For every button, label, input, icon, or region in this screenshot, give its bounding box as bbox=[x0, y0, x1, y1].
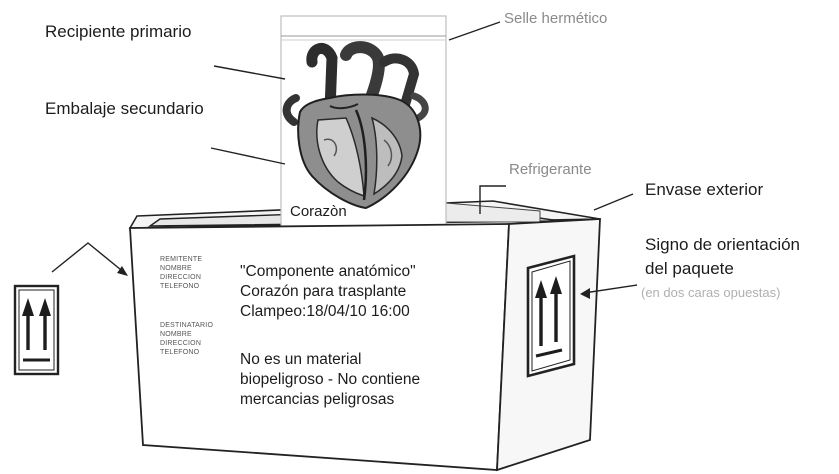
package-label-top: "Componente anatómico" Corazón para tras… bbox=[240, 262, 416, 322]
label-outer-packaging: Envase exterior bbox=[645, 180, 764, 199]
recipient-line: TELEFONO bbox=[160, 349, 200, 356]
label-orientation-line2: del paquete bbox=[645, 259, 734, 278]
leader-seal bbox=[448, 21, 501, 41]
leader-primary bbox=[213, 65, 286, 80]
sender-line: REMITENTE bbox=[160, 256, 203, 263]
label-hermetic-seal: Selle hermético bbox=[504, 10, 608, 27]
package-label-bottom: No es un material biopeligroso - No cont… bbox=[240, 350, 420, 410]
leader-orientation-arrowhead bbox=[580, 288, 590, 299]
leader-orientation bbox=[583, 284, 638, 294]
sender-line: NOMBRE bbox=[160, 265, 192, 272]
package-label-line: Corazón para trasplante bbox=[240, 283, 407, 300]
label-secondary-packaging: Embalaje secundario bbox=[45, 99, 204, 118]
package-label-line: No es un material bbox=[240, 351, 362, 368]
label-orientation-note: (en dos caras opuestas) bbox=[641, 285, 781, 300]
heart-caption: Corazòn bbox=[290, 203, 347, 220]
recipient-line: NOMBRE bbox=[160, 331, 192, 338]
leader-refrigerant bbox=[479, 185, 506, 214]
orientation-arrows-icon bbox=[13, 284, 60, 376]
package-label-line: "Componente anatómico" bbox=[240, 263, 416, 280]
sender-block: REMITENTE NOMBRE DIRECCION TELEFONO bbox=[160, 255, 202, 291]
orientation-arrows-icon bbox=[526, 254, 576, 378]
package-label-line: mercancias peligrosas bbox=[240, 391, 395, 408]
leader-secondary bbox=[210, 147, 286, 165]
recipient-line: DESTINATARIO bbox=[160, 322, 214, 329]
leader-outer bbox=[593, 193, 634, 211]
label-primary-container: Recipiente primario bbox=[45, 22, 192, 41]
leader-left-arrowhead bbox=[117, 266, 128, 276]
sender-line: TELEFONO bbox=[160, 283, 200, 290]
heart-illustration bbox=[282, 41, 429, 210]
sender-line: DIRECCION bbox=[160, 274, 202, 281]
package-label-line: Clampeo:18/04/10 16:00 bbox=[240, 303, 410, 320]
leader-left-sign bbox=[51, 242, 127, 275]
label-refrigerant: Refrigerante bbox=[509, 161, 592, 178]
recipient-line: DIRECCION bbox=[160, 340, 202, 347]
label-orientation-line1: Signo de orientación bbox=[645, 235, 801, 254]
package-label-line: biopeligroso - No contiene bbox=[240, 371, 421, 388]
recipient-block: DESTINATARIO NOMBRE DIRECCION TELEFONO bbox=[160, 321, 213, 357]
